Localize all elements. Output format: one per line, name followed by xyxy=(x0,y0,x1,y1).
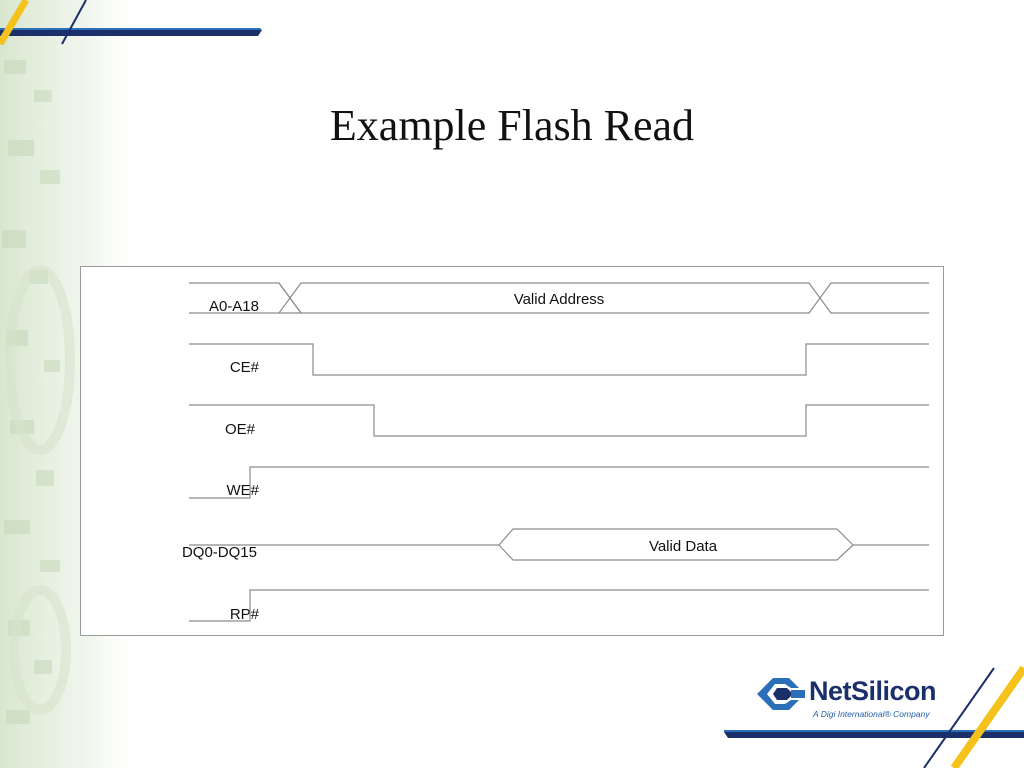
signal-label-ce: CE# xyxy=(229,359,259,376)
waveform-rp xyxy=(189,589,929,622)
signal-label-oe: OE# xyxy=(224,421,255,438)
signal-label-rp: RP# xyxy=(229,606,259,623)
bottom-decorative-bar xyxy=(724,665,1024,768)
timing-diagram: A0-A18 CE# OE# WE# DQ0-DQ15 RP# Valid Ad… xyxy=(80,266,944,636)
signal-label-a0-a18: A0-A18 xyxy=(208,298,259,315)
signal-label-we: WE# xyxy=(226,482,259,499)
netsilicon-logo-mark-icon xyxy=(757,678,805,710)
top-decorative-bar xyxy=(0,0,262,45)
logo-tagline: A Digi International® Company xyxy=(813,709,930,719)
waveform-ce xyxy=(189,343,929,376)
timing-waveforms: Valid Address Valid Data xyxy=(189,282,929,622)
valid-address-label: Valid Address xyxy=(514,291,605,308)
valid-data-label: Valid Data xyxy=(649,538,718,555)
logo-name: NetSilicon xyxy=(809,676,937,706)
slide-title: Example Flash Read xyxy=(329,101,695,150)
signal-label-dq0-dq15: DQ0-DQ15 xyxy=(181,544,257,561)
waveform-we xyxy=(189,466,929,499)
waveform-a0-a18: Valid Address xyxy=(189,282,929,314)
netsilicon-logo: NetSilicon A Digi International® Company xyxy=(755,672,965,722)
waveform-oe xyxy=(189,404,929,437)
waveform-dq0-dq15: Valid Data xyxy=(189,528,929,561)
